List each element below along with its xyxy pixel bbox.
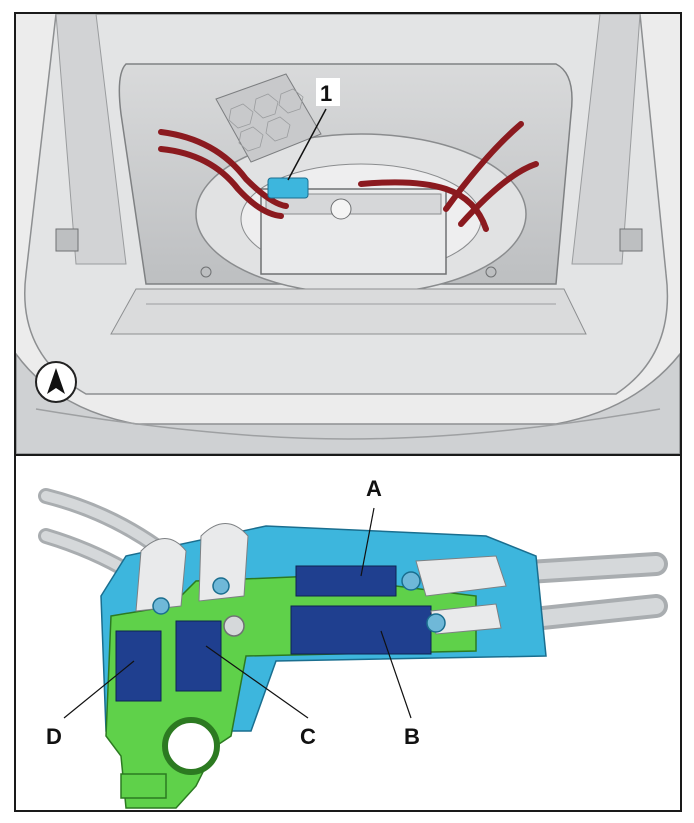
north-arrow-icon <box>35 361 77 403</box>
callout-c-label: C <box>300 724 316 749</box>
diagram-frame: 1 <box>14 12 682 812</box>
callout-b-label: B <box>404 724 420 749</box>
callout-d-label: D <box>46 724 62 749</box>
trunk-overview-panel: 1 <box>16 14 680 456</box>
callout-a-label: A <box>366 476 382 501</box>
terminal-detail-illustration: A B C D <box>38 476 668 809</box>
callout-1-label: 1 <box>320 81 332 106</box>
trunk-illustration: 1 <box>16 14 680 454</box>
terminal-detail-panel: A B C D <box>16 456 680 810</box>
